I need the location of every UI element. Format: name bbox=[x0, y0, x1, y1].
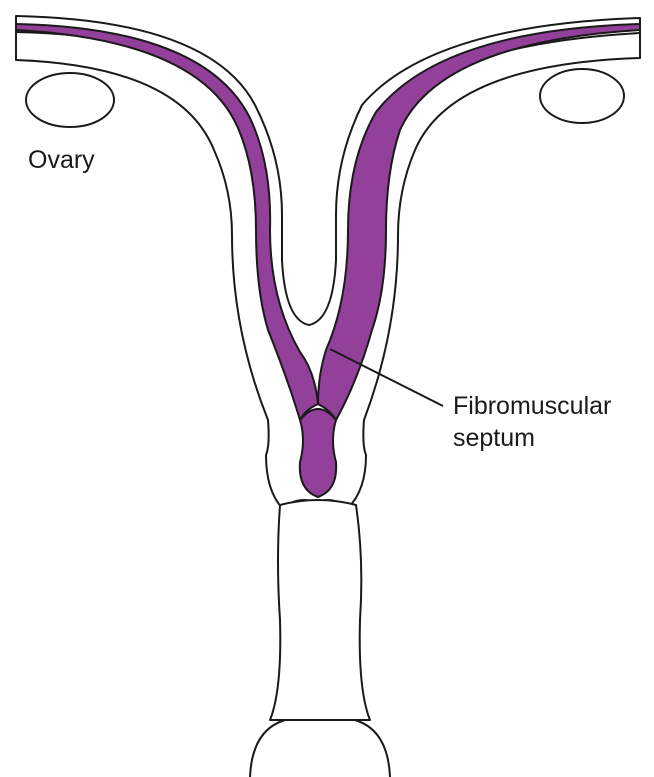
right-ovary bbox=[540, 69, 624, 123]
vagina-outline bbox=[270, 500, 370, 720]
left-ovary bbox=[26, 73, 114, 127]
ovary-label: Ovary bbox=[28, 146, 95, 174]
septum-label-line1: Fibromuscular bbox=[453, 392, 611, 420]
cervical-canal bbox=[300, 409, 336, 497]
septum-label-line2: septum bbox=[453, 424, 535, 452]
vaginal-opening bbox=[250, 720, 390, 777]
